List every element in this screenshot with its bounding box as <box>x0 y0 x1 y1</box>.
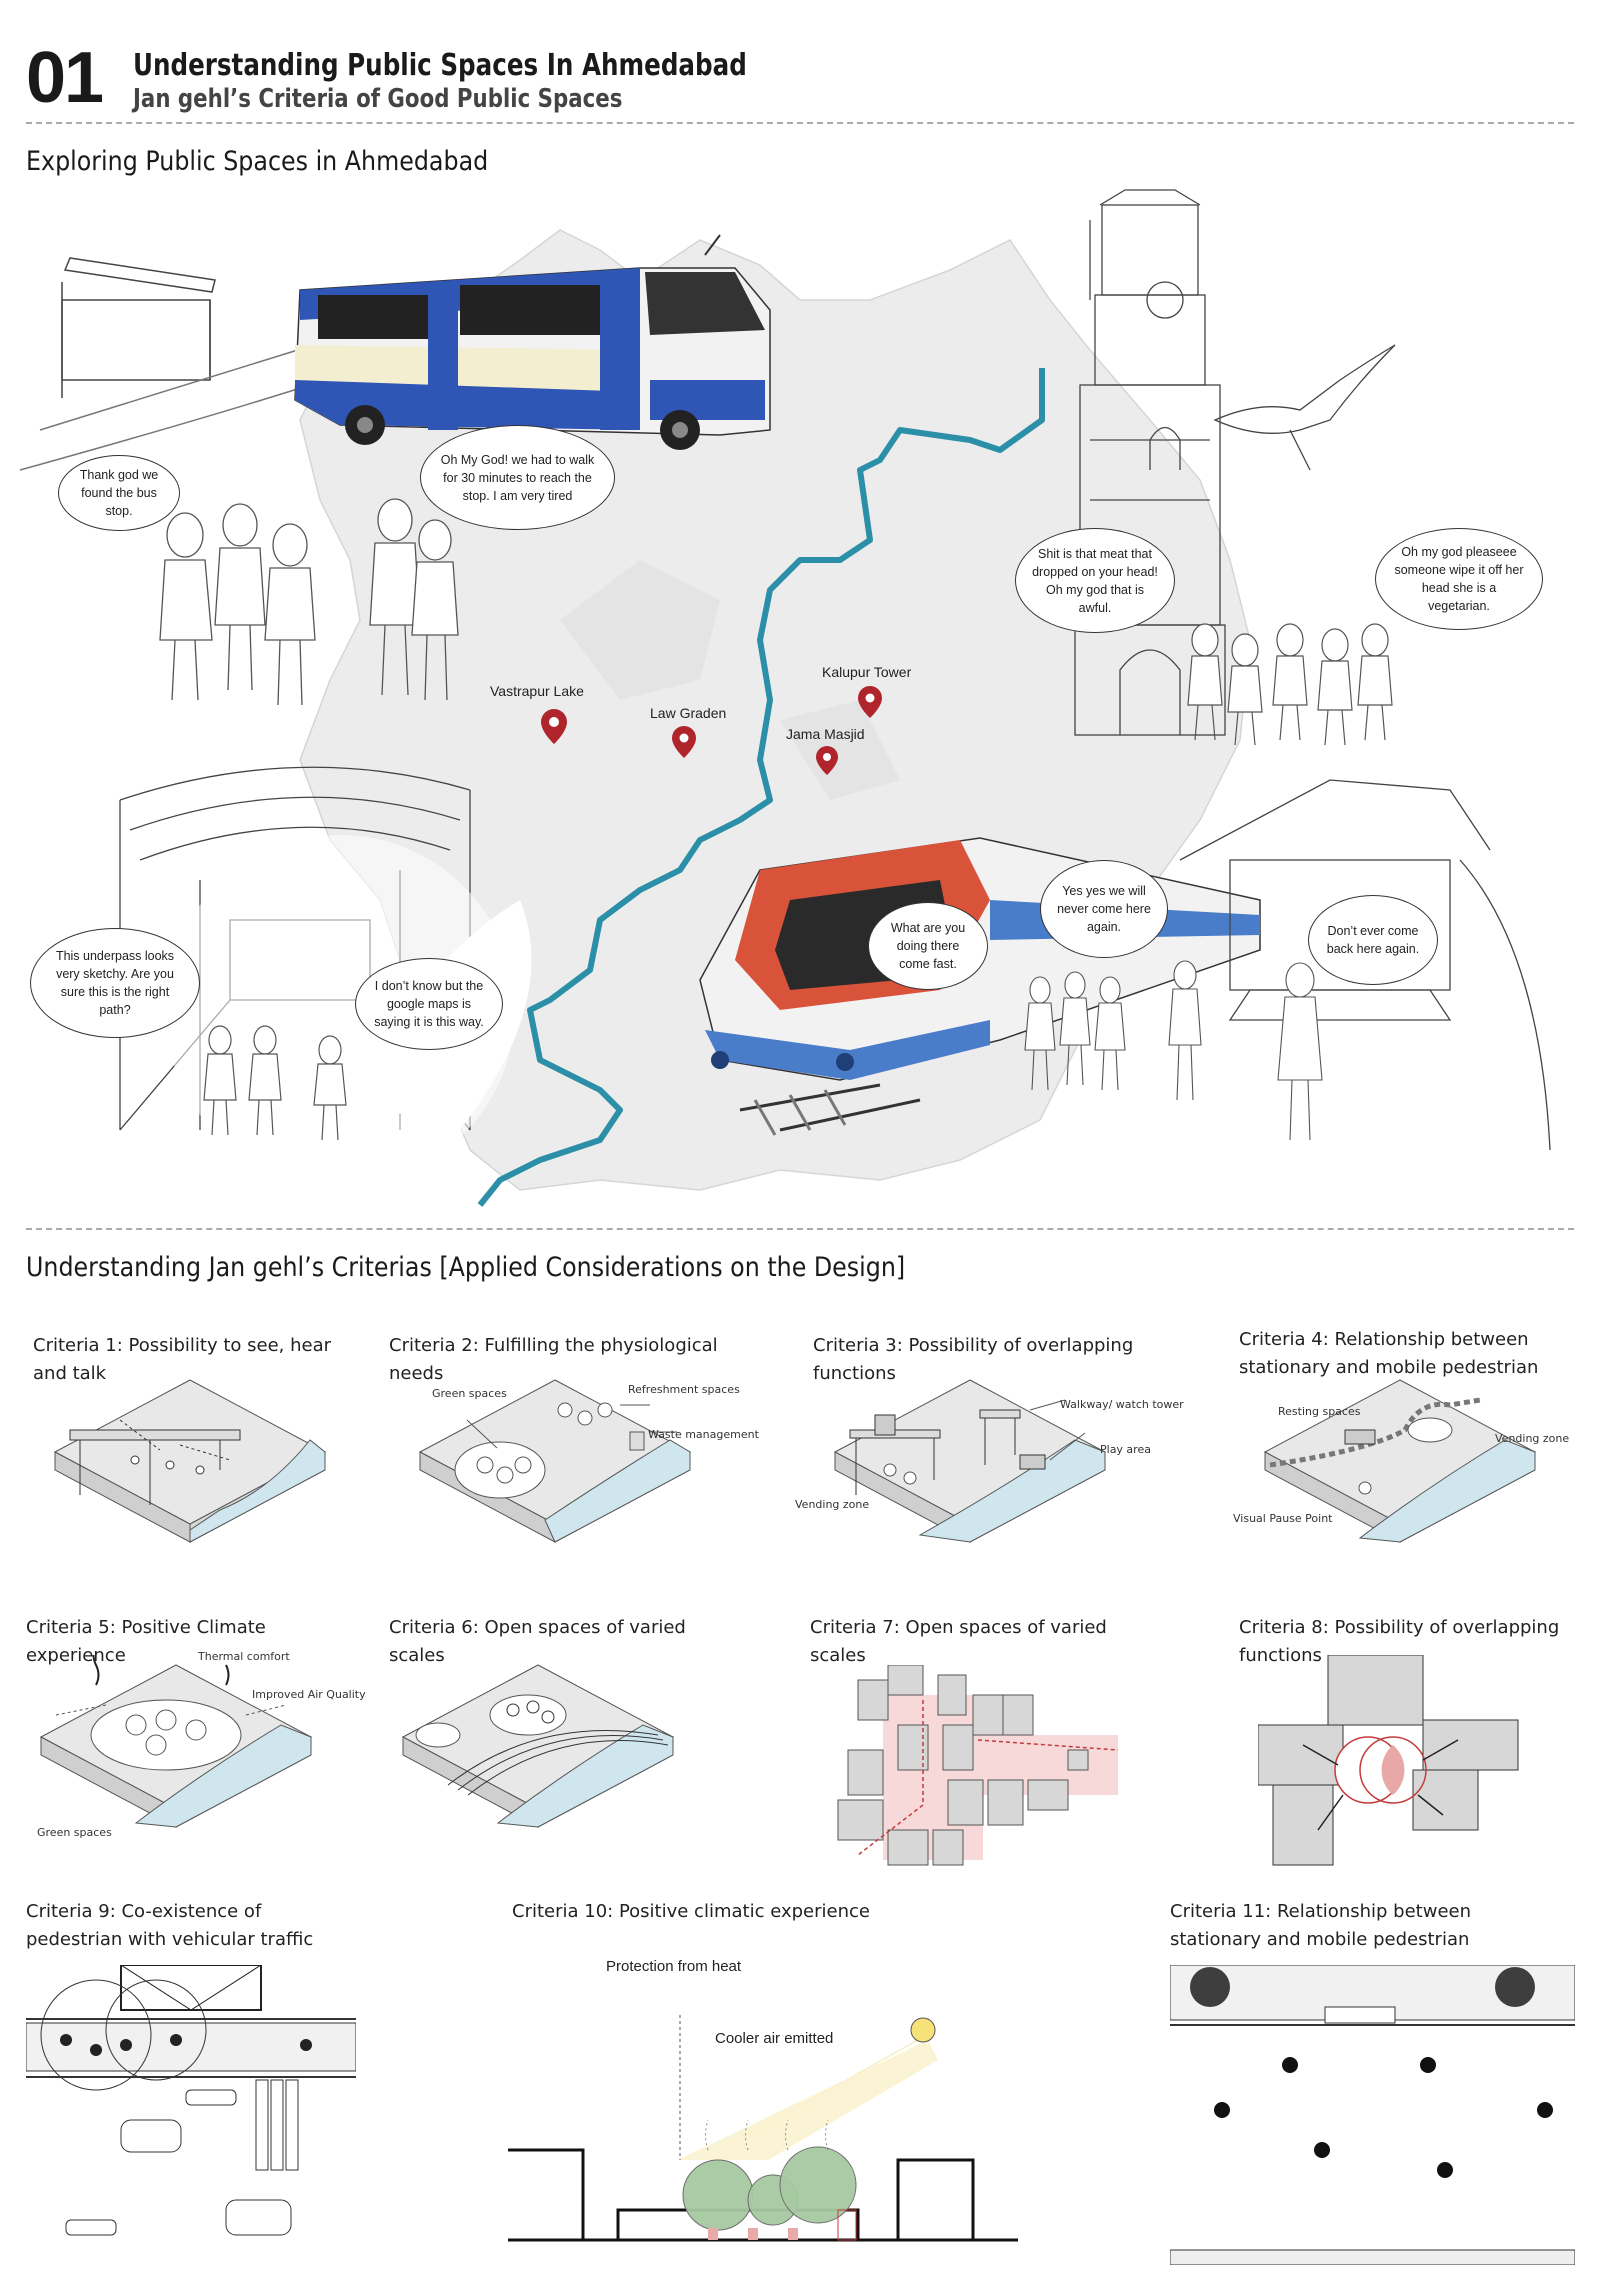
criteria-7-diagram <box>837 1665 1119 1866</box>
label-vastrapur-lake: Vastrapur Lake <box>490 683 584 699</box>
c3-annot-walkway: Walkway/ watch tower <box>1060 1398 1184 1411</box>
criteria-11-diagram <box>1170 1965 1575 2265</box>
c4-annot-resting: Resting spaces <box>1278 1405 1361 1418</box>
pedestrians-group-4-icon <box>1024 960 1323 1141</box>
criteria-5-label: Criteria 5: Positive Climate experience <box>26 1617 266 1666</box>
section-number: 01 <box>26 38 104 118</box>
pin-kalupur-tower-icon <box>858 686 882 718</box>
c5-annot-green: Green spaces <box>37 1826 112 1839</box>
page-subtitle: Jan gehl’s Criteria of Good Public Space… <box>133 84 623 114</box>
speech-bubble-2: Oh My God! we had to walk for 30 minutes… <box>420 425 615 530</box>
c2-annot-refreshment: Refreshment spaces <box>628 1383 740 1396</box>
criteria-11-label: Criteria 11: Relationship between statio… <box>1170 1901 1471 1950</box>
criteria-6-diagram <box>401 1664 675 1828</box>
station-building-icon <box>1179 779 1551 1151</box>
c2-annot-green: Green spaces <box>432 1387 507 1400</box>
section1-title: Exploring Public Spaces in Ahmedabad <box>26 146 489 177</box>
c10-annot-protection: Protection from heat <box>606 1958 742 1975</box>
criteria-9-diagram <box>26 1965 356 2236</box>
bus-shelter-icon <box>19 257 331 471</box>
speech-bubble-1: Thank god we found the bus stop. <box>58 455 180 531</box>
criteria-5-diagram <box>39 1655 313 1828</box>
c3-annot-play: Play area <box>1100 1443 1151 1456</box>
page-title: Understanding Public Spaces In Ahmedabad <box>133 48 747 83</box>
pedestrians-group-1-icon <box>159 498 459 706</box>
criteria-10-label: Criteria 10: Positive climatic experienc… <box>512 1901 870 1922</box>
clock-tower-icon <box>1074 189 1226 736</box>
c4-annot-vending: Vending zone <box>1495 1432 1570 1445</box>
criteria-2-label: Criteria 2: Fulfilling the physiological… <box>389 1335 718 1384</box>
label-kalupur-tower: Kalupur Tower <box>822 664 912 680</box>
bird-icon <box>1213 344 1396 471</box>
header-divider <box>26 122 1574 124</box>
label-law-garden: Law Graden <box>650 705 727 721</box>
sabarmati-river <box>477 368 1045 1207</box>
criteria-2-diagram <box>418 1379 692 1543</box>
speech-bubble-3: Shit is that meat that dropped on your h… <box>1015 528 1175 633</box>
pedestrians-group-2-icon <box>1187 623 1393 746</box>
criteria-9-label: Criteria 9: Co-existence of pedestrian w… <box>26 1901 314 1950</box>
criteria-4-diagram <box>1263 1379 1537 1543</box>
speech-bubble-9: Don’t ever come back here again. <box>1308 895 1438 985</box>
criteria-1-diagram <box>53 1379 327 1543</box>
bus-icon <box>294 234 771 450</box>
pin-vastrapur-lake-icon <box>541 709 567 744</box>
speech-bubble-5: This underpass looks very sketchy. Are y… <box>30 928 200 1038</box>
speech-bubble-8: Yes yes we will never come here again. <box>1040 860 1168 958</box>
criteria-10-diagram <box>508 2015 1018 2242</box>
c5-annot-thermal: Thermal comfort <box>198 1650 290 1663</box>
criteria-3-label: Criteria 3: Possibility of overlapping f… <box>813 1335 1134 1384</box>
criteria-1-label: Criteria 1: Possibility to see, hear and… <box>33 1335 332 1384</box>
criteria-8-diagram <box>1258 1655 1519 1866</box>
pedestrians-group-3-icon <box>203 1025 347 1141</box>
c2-annot-waste: Waste management <box>648 1428 759 1441</box>
label-jama-masjid: Jama Masjid <box>786 726 865 742</box>
c3-annot-vending: Vending zone <box>795 1498 870 1511</box>
pin-jama-masjid-icon <box>816 746 838 775</box>
c5-annot-air: Improved Air Quality <box>252 1688 366 1701</box>
criteria-8-label: Criteria 8: Possibility of overlapping f… <box>1239 1617 1560 1666</box>
criteria-4-label: Criteria 4: Relationship between station… <box>1239 1329 1539 1378</box>
c4-annot-visual-pause: Visual Pause Point <box>1233 1512 1333 1525</box>
ahmedabad-map-illustration <box>19 189 1551 1207</box>
speech-bubble-7: What are you doing there come fast. <box>868 902 988 990</box>
speech-bubble-4: Oh my god pleaseee someone wipe it off h… <box>1375 528 1543 630</box>
criteria-7-label: Criteria 7: Open spaces of varied scales <box>810 1617 1107 1666</box>
pin-law-garden-icon <box>672 726 696 758</box>
criteria-6-label: Criteria 6: Open spaces of varied scales <box>389 1617 686 1666</box>
c10-annot-cooler-air: Cooler air emitted <box>715 2030 834 2047</box>
section2-title: Understanding Jan gehl’s Criterias [Appl… <box>26 1252 906 1283</box>
section-divider <box>26 1228 1574 1230</box>
speech-bubble-6: I don’t know but the google maps is sayi… <box>355 958 503 1050</box>
criteria-3-diagram <box>833 1379 1107 1543</box>
